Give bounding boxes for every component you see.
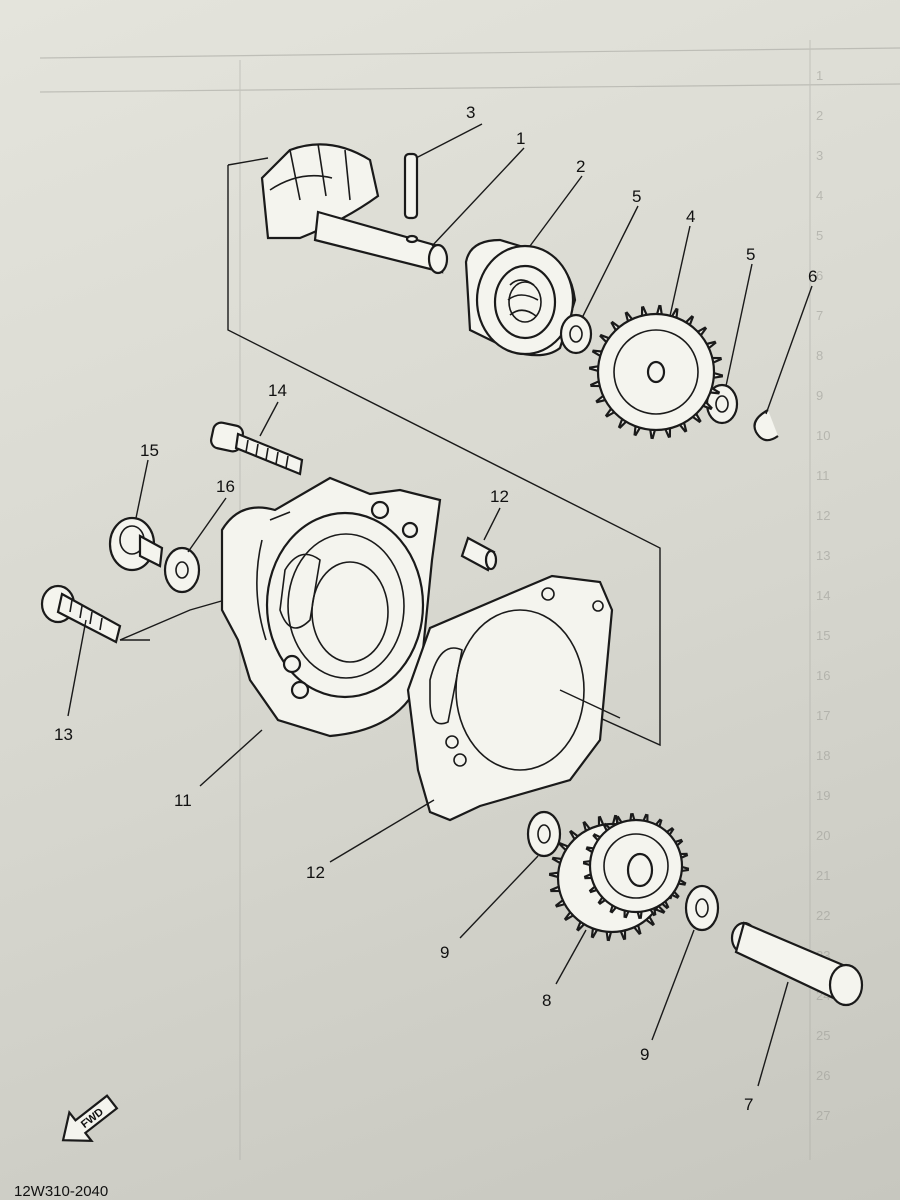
- bleed-through-parts-list: [39, 40, 900, 1160]
- ghost-row-number: 21: [816, 868, 830, 883]
- ghost-row-number: 27: [816, 1108, 830, 1123]
- callout-2: 2: [576, 157, 585, 176]
- part-14-bolt: [210, 421, 304, 476]
- part-13-bolt: [40, 584, 122, 644]
- ghost-row-number: 19: [816, 788, 830, 803]
- part-8-driven-gear: [548, 812, 690, 942]
- ghost-row-number: 15: [816, 628, 830, 643]
- part-4-drive-gear: [588, 304, 724, 440]
- ghost-row-number: 14: [816, 588, 830, 603]
- part-10-pump-housing: [220, 476, 442, 738]
- callout-7: 7: [744, 1095, 753, 1114]
- ghost-row-number: 9: [816, 388, 823, 403]
- callout-10: 11: [174, 791, 192, 810]
- callout-8: 8: [542, 991, 551, 1010]
- part-1-impeller-shaft: [260, 143, 449, 275]
- part-9-washer-upper: [526, 810, 562, 858]
- part-9-washer-lower: [684, 884, 720, 932]
- diagram-footer-code: 12W310-2040: [14, 1183, 108, 1200]
- ghost-row-number: 22: [816, 908, 830, 923]
- ghost-row-number: 11: [816, 468, 830, 483]
- ghost-row-number: 12: [816, 508, 830, 523]
- ghost-row-number: 13: [816, 548, 830, 563]
- assembly-outline: [119, 157, 661, 747]
- callout-9-lower: 9: [640, 1045, 649, 1064]
- ghost-row-number: 4: [816, 188, 823, 203]
- callout-3: 3: [466, 103, 475, 122]
- part-7-shaft: [730, 921, 864, 1007]
- callout-4: 4: [686, 207, 695, 226]
- part-5-washer-upper: [559, 313, 593, 355]
- callout-12: 12: [490, 487, 509, 506]
- callout-6: 6: [808, 267, 817, 286]
- ghost-row-number: 20: [816, 828, 830, 843]
- part-16-washer: [163, 546, 201, 594]
- part-6-circlip: [753, 409, 779, 442]
- part-2-oil-seal: [464, 238, 577, 357]
- part-15-drain-bolt: [108, 516, 164, 572]
- ghost-row-number: 17: [816, 708, 830, 723]
- ghost-row-number: 10: [816, 428, 830, 443]
- ghost-row-number: 16: [816, 668, 830, 683]
- callout-15: 15: [140, 441, 159, 460]
- fwd-arrow-icon: FWD: [61, 1094, 119, 1142]
- ghost-row-number: 3: [816, 148, 823, 163]
- callout-9-upper: 9: [440, 943, 449, 962]
- part-12-dowel-pin: [460, 536, 498, 572]
- callout-1: 1: [516, 129, 525, 148]
- part-11-gasket: [406, 574, 614, 822]
- part-3-pin: [403, 152, 419, 220]
- ghost-row-number: 18: [816, 748, 830, 763]
- leader-lines: [67, 123, 813, 1087]
- ghost-row-number: 25: [816, 1028, 830, 1043]
- callout-14: 14: [268, 381, 287, 400]
- ghost-row-number: 6: [816, 268, 823, 283]
- callout-13: 13: [54, 725, 73, 744]
- ghost-row-number: 1: [816, 68, 823, 83]
- callout-numbers: 3 1 2 5 4 5 6 14 15 16 12 13 11 12 9 8 9…: [54, 103, 817, 1114]
- callout-5-upper: 5: [632, 187, 641, 206]
- ghost-row-number: 8: [816, 348, 823, 363]
- callout-16: 16: [216, 477, 235, 496]
- ghost-row-number: 5: [816, 228, 823, 243]
- callout-5-lower: 5: [746, 245, 755, 264]
- ghost-row-number: 7: [816, 308, 823, 323]
- ghost-row-number: 2: [816, 108, 823, 123]
- ghost-row-number: 26: [816, 1068, 830, 1083]
- callout-11: 12: [306, 863, 325, 882]
